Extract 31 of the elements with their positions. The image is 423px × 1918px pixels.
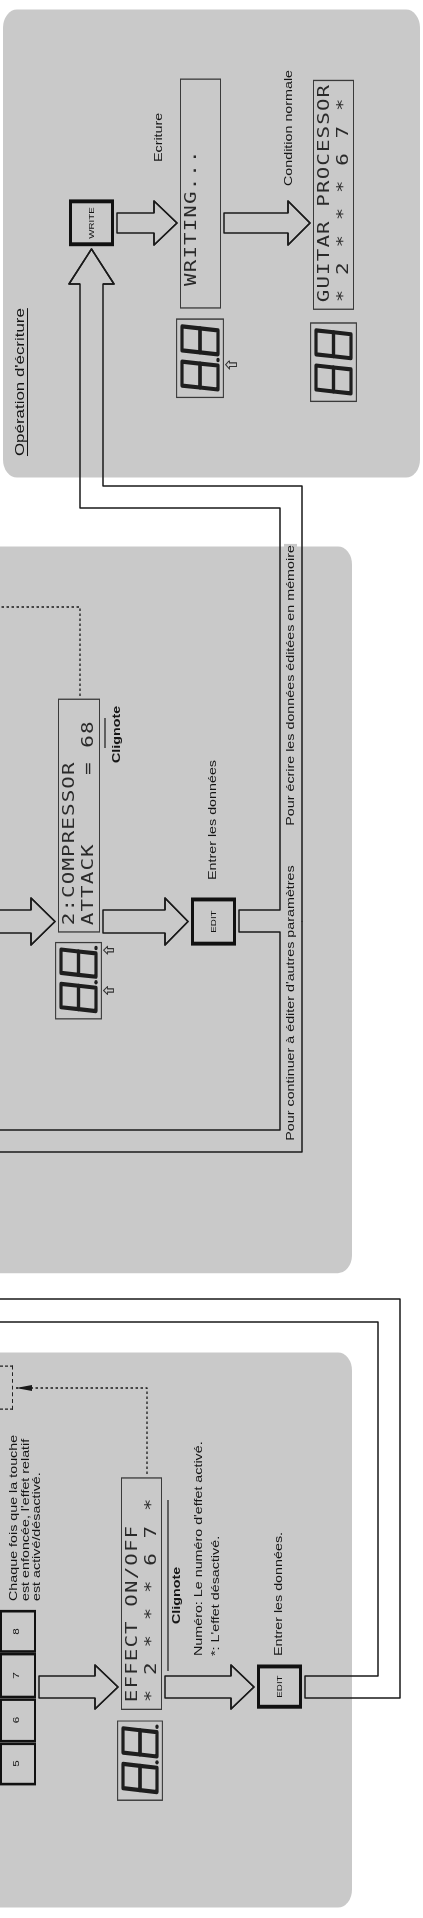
panel [3, 10, 420, 477]
node-label: Condition normale [282, 69, 295, 186]
note: *: L'effet désactivé. [209, 1535, 222, 1656]
node-label: Clignote [110, 705, 123, 764]
lcd-text: WRITING... [182, 149, 199, 286]
lcd-text: * 2 * * * 6 7 * [142, 1497, 159, 1703]
dotted-leader-arrow [15, 1385, 148, 1475]
panel [0, 547, 352, 1273]
lcd-text: ATTACK = 68 [79, 720, 96, 926]
hardware-key: 5 [0, 1742, 36, 1785]
node-label: Entrer les données. [272, 1532, 285, 1656]
edge-label: Pour continuer à éditer d'autres paramètres [284, 864, 297, 1142]
lcd-display [58, 699, 100, 934]
hardware-key: 7 [0, 1653, 36, 1698]
hardware-key: 8 [0, 1610, 36, 1653]
lcd-text: GUITAR PROCESSOR [315, 83, 332, 303]
hardware-key: 6 [0, 1698, 36, 1742]
note: Chaque fois que la touche est enfoncée, l'effet relatif est activé/désactivé. [8, 1433, 44, 1601]
node-label: Entrer les données [206, 760, 219, 881]
node-label: Ecriture [152, 112, 165, 163]
lcd-text: EFFECT ON/OFF [123, 1524, 140, 1703]
node-label: Clignote [170, 1566, 183, 1624]
lcd-text: 2:COMPRESSOR [60, 761, 77, 926]
note: Numéro: Le numéro d'effet activé. [192, 1441, 205, 1656]
lcd-display [121, 1477, 162, 1710]
lcd-display [313, 80, 354, 310]
lcd-display [180, 79, 221, 308]
edge-label: Pour écrire les données éditées en mémoire [284, 543, 297, 827]
section-title: Opération d'écriture [12, 308, 28, 457]
lcd-text: * 2 * * * 6 7 * [334, 97, 351, 303]
panel [0, 1353, 352, 1908]
